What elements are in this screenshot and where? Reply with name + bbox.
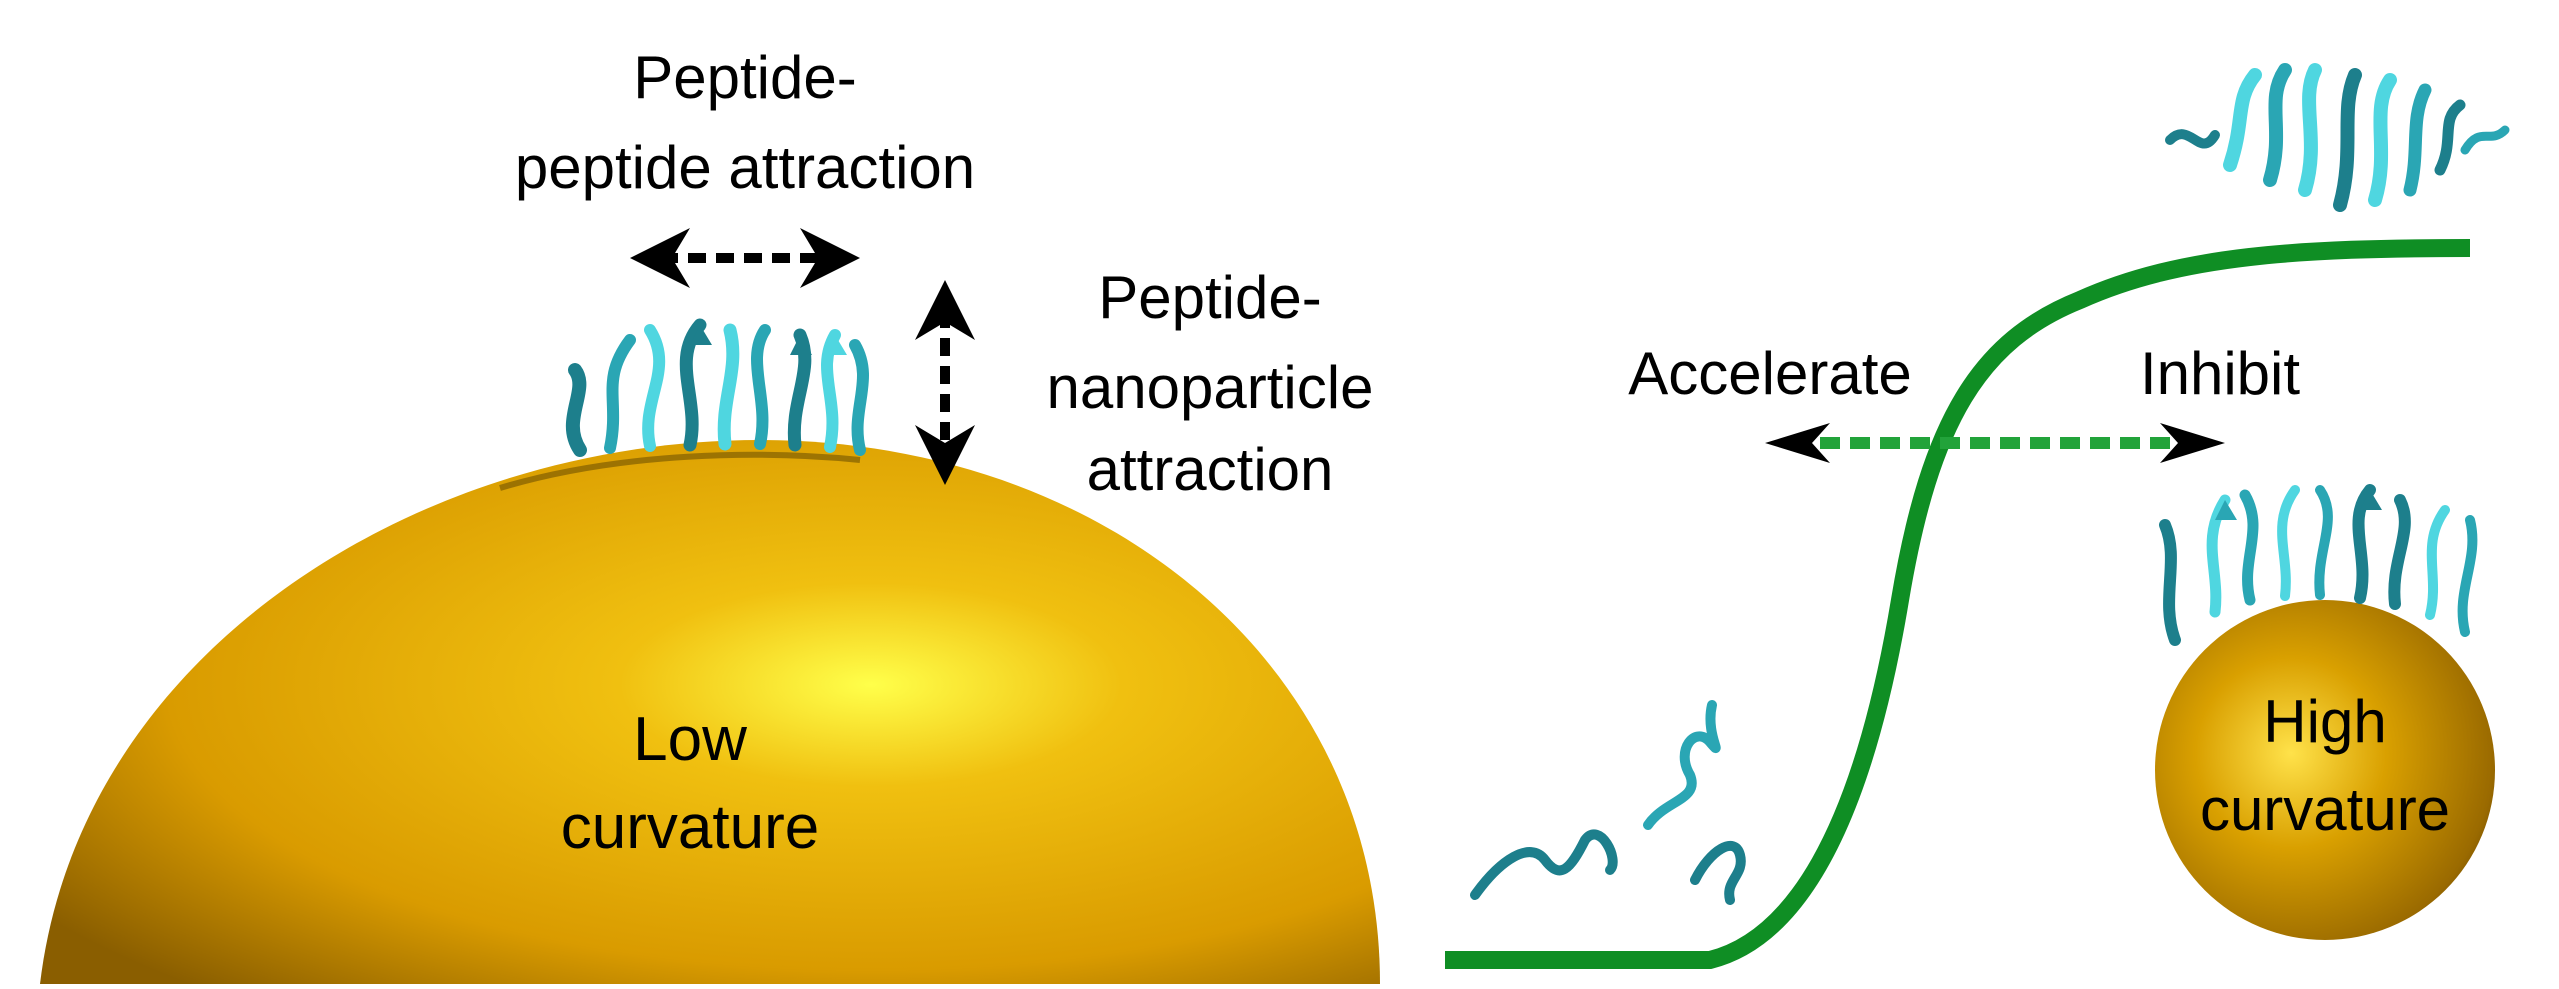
beta-sheet-arrow bbox=[825, 335, 847, 355]
peptide-strand bbox=[679, 318, 707, 452]
arrowhead-left bbox=[1765, 423, 1830, 463]
peptide-strand bbox=[2457, 515, 2478, 637]
free-monomers bbox=[1470, 700, 1746, 905]
amyloid-fibril bbox=[2165, 63, 2510, 212]
peptide-layer-large bbox=[565, 318, 869, 457]
fibril-strand bbox=[2223, 68, 2262, 172]
fibril-strand bbox=[2298, 63, 2322, 197]
large-nanoparticle-dome bbox=[40, 440, 1380, 984]
beta-sheet-arrow bbox=[2215, 500, 2237, 520]
aggregation-kinetics-curve bbox=[1445, 239, 2471, 969]
peptide-peptide-label-line2: peptide attraction bbox=[515, 134, 975, 201]
fibril-strand bbox=[2460, 125, 2510, 155]
peptide-strand bbox=[642, 324, 666, 452]
inhibit-label: Inhibit bbox=[2140, 340, 2300, 407]
beta-sheet-arrow bbox=[790, 335, 812, 355]
peptide-strand bbox=[604, 334, 636, 454]
peptide-np-label-line3: attraction bbox=[1087, 436, 1334, 503]
low-curvature-label-line1: Low bbox=[633, 705, 747, 774]
peptide-np-label-line1: Peptide- bbox=[1098, 264, 1321, 331]
monomer-coil bbox=[1470, 829, 1618, 900]
peptide-layer-small bbox=[2159, 484, 2478, 646]
fibril-strand bbox=[2403, 83, 2432, 197]
fibril-strand bbox=[2263, 63, 2292, 187]
large-nanoparticle bbox=[40, 440, 1380, 984]
peptide-strand bbox=[849, 339, 869, 456]
fibril-strand bbox=[2434, 99, 2466, 176]
peptide-np-label-line2: nanoparticle bbox=[1047, 354, 1374, 421]
accelerate-label: Accelerate bbox=[1628, 340, 1911, 407]
peptide-strand bbox=[2206, 494, 2231, 618]
peptide-strand bbox=[2352, 484, 2376, 604]
high-curvature-label-line1: High bbox=[2263, 688, 2386, 755]
adsorbed-peptide-shadow bbox=[499, 451, 861, 491]
peptide-strand bbox=[2277, 485, 2300, 601]
peptide-strand bbox=[2425, 505, 2450, 620]
arrowhead-right bbox=[2160, 423, 2225, 463]
beta-sheet-arrow bbox=[2360, 490, 2382, 510]
high-curvature-label-line2: curvature bbox=[2200, 776, 2450, 843]
small-nanoparticle bbox=[2155, 600, 2495, 940]
fibril-strand bbox=[2165, 129, 2220, 149]
peptide-strand bbox=[751, 324, 771, 450]
fibril-strand bbox=[2333, 68, 2362, 212]
peptide-strand bbox=[565, 363, 587, 457]
beta-sheet-arrow bbox=[690, 325, 712, 345]
peptide-strand bbox=[2314, 485, 2333, 600]
fibril-strand bbox=[2368, 73, 2397, 207]
peptide-strand bbox=[2159, 519, 2181, 646]
peptide-strand bbox=[2388, 494, 2411, 610]
peptide-peptide-label-line1: Peptide- bbox=[633, 44, 856, 111]
monomer-coil bbox=[1643, 700, 1721, 830]
low-curvature-label-line2: curvature bbox=[561, 793, 819, 862]
monomer-coil bbox=[1690, 840, 1746, 905]
peptide-strand bbox=[717, 323, 740, 451]
peptide-strand bbox=[2239, 489, 2259, 606]
small-nanoparticle-sphere bbox=[2155, 600, 2495, 940]
